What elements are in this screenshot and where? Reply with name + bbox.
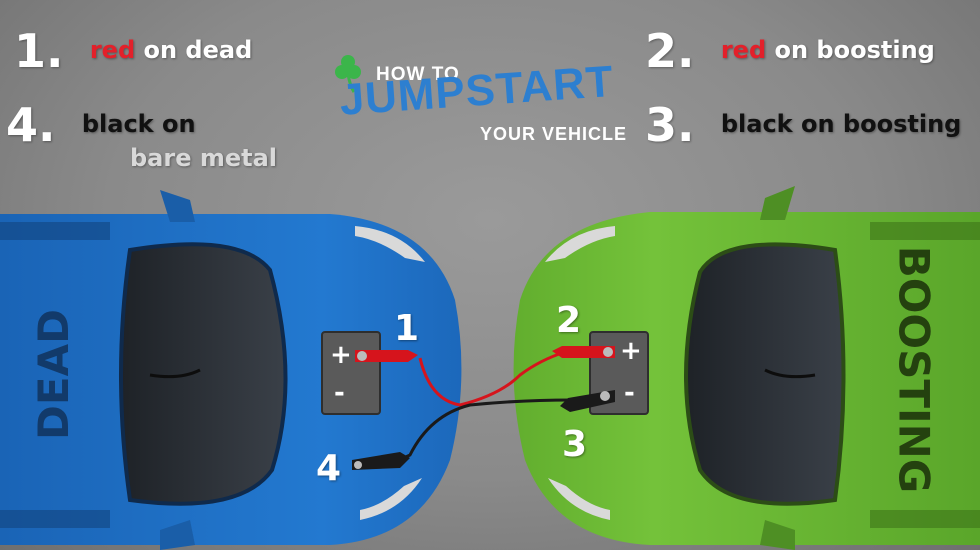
boosting-car-stripe-top (870, 222, 980, 240)
step-4-rest2: bare metal (130, 144, 278, 172)
clamp-2-number: 2 (556, 300, 582, 341)
step-2-rest: on boosting (774, 36, 935, 64)
step-3-number: 3. (645, 98, 695, 152)
clamp-3-number: 3 (562, 424, 588, 465)
boosting-battery-plus: + (620, 336, 642, 366)
clamp-3-black (560, 390, 615, 412)
step-3-rest: on boosting (801, 110, 962, 138)
boosting-car-windshield (684, 242, 846, 506)
dead-car-mirror-bottom (160, 520, 195, 550)
step-2-number: 2. (645, 24, 695, 78)
step-1-number: 1. (14, 24, 64, 78)
dead-car-headlight-top (355, 226, 425, 262)
boosting-car-mirror-bottom (760, 520, 795, 550)
dead-car-wiper (149, 368, 201, 379)
step-1: 1. red on dead (14, 24, 252, 78)
boosting-car-headlight-top (545, 226, 615, 262)
step-4: 4. black on (6, 98, 196, 152)
dead-car-mirror-top (160, 190, 195, 222)
boosting-car-mirror-top (760, 186, 795, 220)
step-1-rest: on dead (143, 36, 253, 64)
dead-car-label: DEAD (28, 309, 78, 440)
title-line-1: HOW TO (376, 64, 460, 85)
step-4-color-word: black (81, 110, 154, 138)
dead-car-stripe-top (0, 222, 110, 240)
positive-cable (418, 350, 566, 407)
step-2: 2. red on boosting (645, 24, 935, 78)
title-line-3: YOUR VEHICLE (480, 124, 628, 144)
boosting-battery-minus: - (624, 378, 635, 408)
title-block: HOW TO JUMPSTART YOUR VEHICLE (328, 57, 628, 160)
step-3-color-word: black (720, 110, 793, 138)
boosting-car-label: BOOSTING (889, 245, 939, 494)
boosting-car-wiper (764, 368, 816, 379)
dead-car-headlight-bottom (360, 478, 422, 520)
step-3: 3. black on boosting (645, 98, 961, 152)
shamrock-icon (335, 55, 361, 93)
clamp-2-red (552, 346, 615, 358)
boosting-car-headlight-bottom (548, 478, 610, 520)
dead-battery-plus: + (330, 340, 352, 370)
clamp-4-black (352, 452, 410, 470)
dead-car-stripe-bottom (0, 510, 110, 528)
step-4-subtext: bare metal (130, 144, 277, 172)
clamp-4-number: 4 (316, 448, 342, 489)
dead-car (0, 190, 462, 550)
boosting-car-stripe-bottom (870, 510, 980, 528)
boosting-car (513, 186, 980, 550)
step-4-number: 4. (6, 98, 56, 152)
clamp-1-number: 1 (394, 308, 420, 349)
clamp-1-red (355, 350, 418, 362)
step-4-rest: on (162, 110, 196, 138)
dead-battery-minus: - (334, 378, 345, 408)
step-1-color-word: red (89, 36, 136, 64)
step-2-color-word: red (720, 36, 767, 64)
negative-cable (394, 398, 573, 464)
dead-car-windshield (119, 242, 288, 506)
